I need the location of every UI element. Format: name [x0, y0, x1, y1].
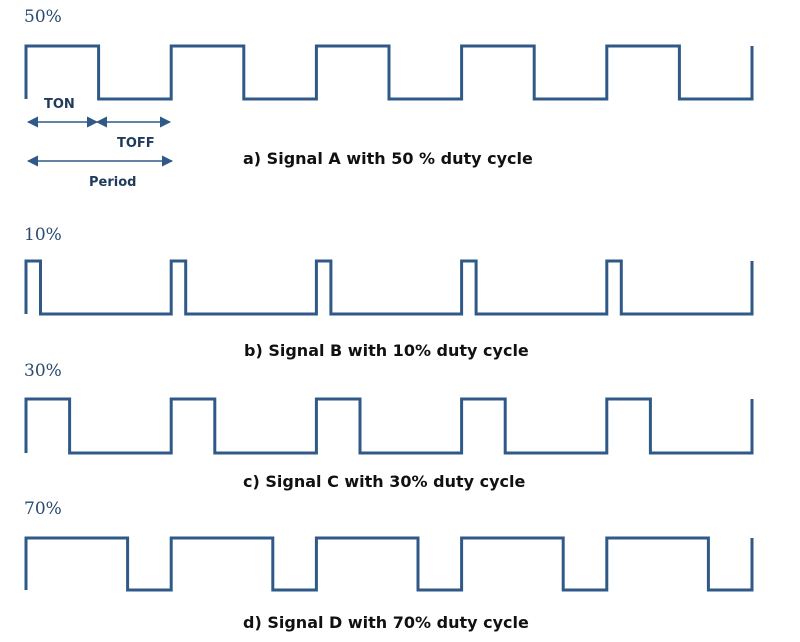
signal-b-caption: b) Signal B with 10% duty cycle [244, 341, 529, 360]
toff-label: TOFF [117, 136, 155, 151]
signal-c: 30% c) Signal C with 30% duty cycle [24, 361, 754, 491]
signal-a-percent-label: 50% [24, 7, 62, 27]
timing-annotations: TON TOFF Period [26, 97, 174, 190]
signal-b-percent-label: 10% [24, 225, 62, 245]
signal-a-caption: a) Signal A with 50 % duty cycle [243, 149, 533, 168]
period-label: Period [89, 175, 136, 190]
signal-b: 10% b) Signal B with 10% duty cycle [24, 225, 754, 360]
ton-label: TON [44, 97, 75, 112]
signal-c-percent-label: 30% [24, 361, 62, 381]
signal-d: 70% d) Signal D with 70% duty cycle [24, 499, 754, 632]
signal-d-waveform [24, 536, 754, 592]
signal-d-caption: d) Signal D with 70% duty cycle [243, 613, 529, 632]
signal-d-percent-label: 70% [24, 499, 62, 519]
signal-c-waveform [24, 397, 754, 455]
signal-c-caption: c) Signal C with 30% duty cycle [243, 472, 526, 491]
signal-a-waveform [24, 44, 754, 101]
signal-b-waveform [24, 259, 754, 316]
signal-a: 50% a) Signal A with 50 % duty cycle [24, 7, 754, 168]
